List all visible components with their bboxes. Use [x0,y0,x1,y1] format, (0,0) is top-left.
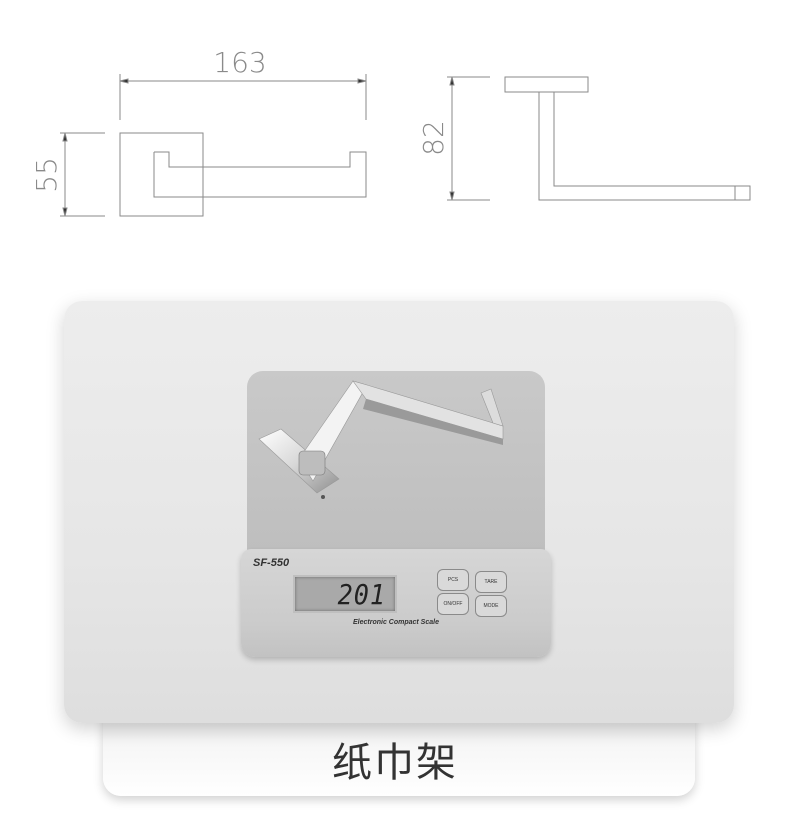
on-off-button[interactable]: ON/OFF [437,593,469,615]
scale-reading: 201 [338,578,387,611]
height-dimension-label-front: 55 [30,157,63,193]
scale-front-panel: SF-550 201 PCS TARE ON/OFF MODE Electron… [241,549,551,657]
product-name: 纸巾架 [332,740,458,786]
product-photo: SF-550 201 PCS TARE ON/OFF MODE Electron… [64,301,734,723]
height-dimension-label-side: 82 [417,120,450,156]
scale-display: 201 [293,575,397,613]
mode-button[interactable]: MODE [475,595,507,617]
scale-caption: Electronic Compact Scale [353,619,439,626]
technical-drawing: 163 55 82 [30,46,751,217]
width-dimension-label: 163 [213,46,266,79]
tare-button[interactable]: TARE [475,571,507,593]
scale-model: SF-550 [253,557,290,569]
weighing-scale: SF-550 201 PCS TARE ON/OFF MODE Electron… [241,371,551,661]
paper-holder-product [258,380,504,499]
pcs-button[interactable]: PCS [437,569,469,591]
